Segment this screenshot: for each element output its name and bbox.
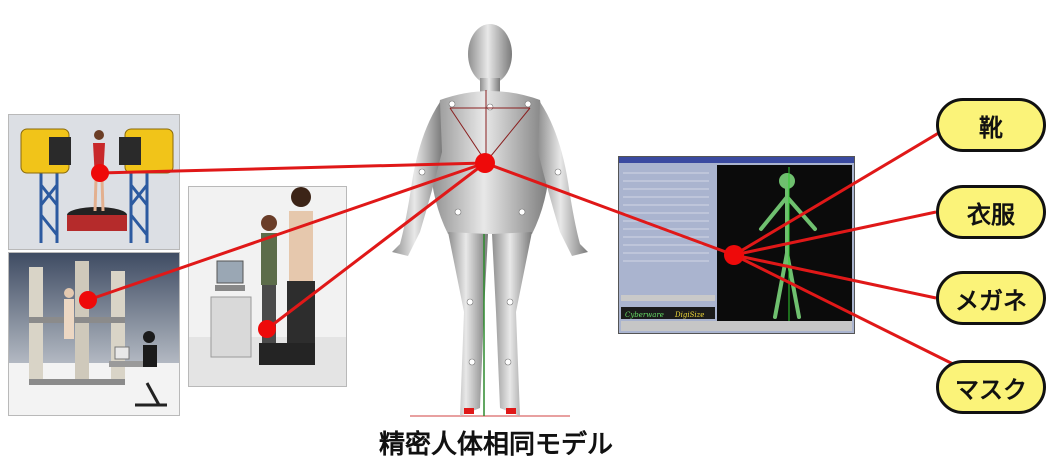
product-label-clothes: 衣服	[967, 195, 1015, 230]
product-label-shoes: 靴	[979, 108, 1003, 143]
photo-scanner-booth	[8, 114, 180, 250]
product-pill-mask: マスク	[936, 360, 1046, 414]
human-body-model	[380, 12, 600, 426]
photo-scanner-station	[8, 252, 180, 416]
product-pill-clothes: 衣服	[936, 185, 1046, 239]
product-label-mask: マスク	[955, 370, 1027, 405]
software-logo-right: DigiSize	[674, 311, 704, 319]
product-label-glasses: メガネ	[955, 281, 1027, 316]
product-pill-glasses: メガネ	[936, 271, 1046, 325]
photo-scanner-operator	[188, 186, 347, 387]
product-pill-shoes: 靴	[936, 98, 1046, 152]
software-logo-left: Cyberware	[625, 311, 664, 319]
figure-caption: 精密人体相同モデル	[346, 424, 646, 461]
software-screenshot: Cyberware DigiSize	[618, 156, 855, 334]
